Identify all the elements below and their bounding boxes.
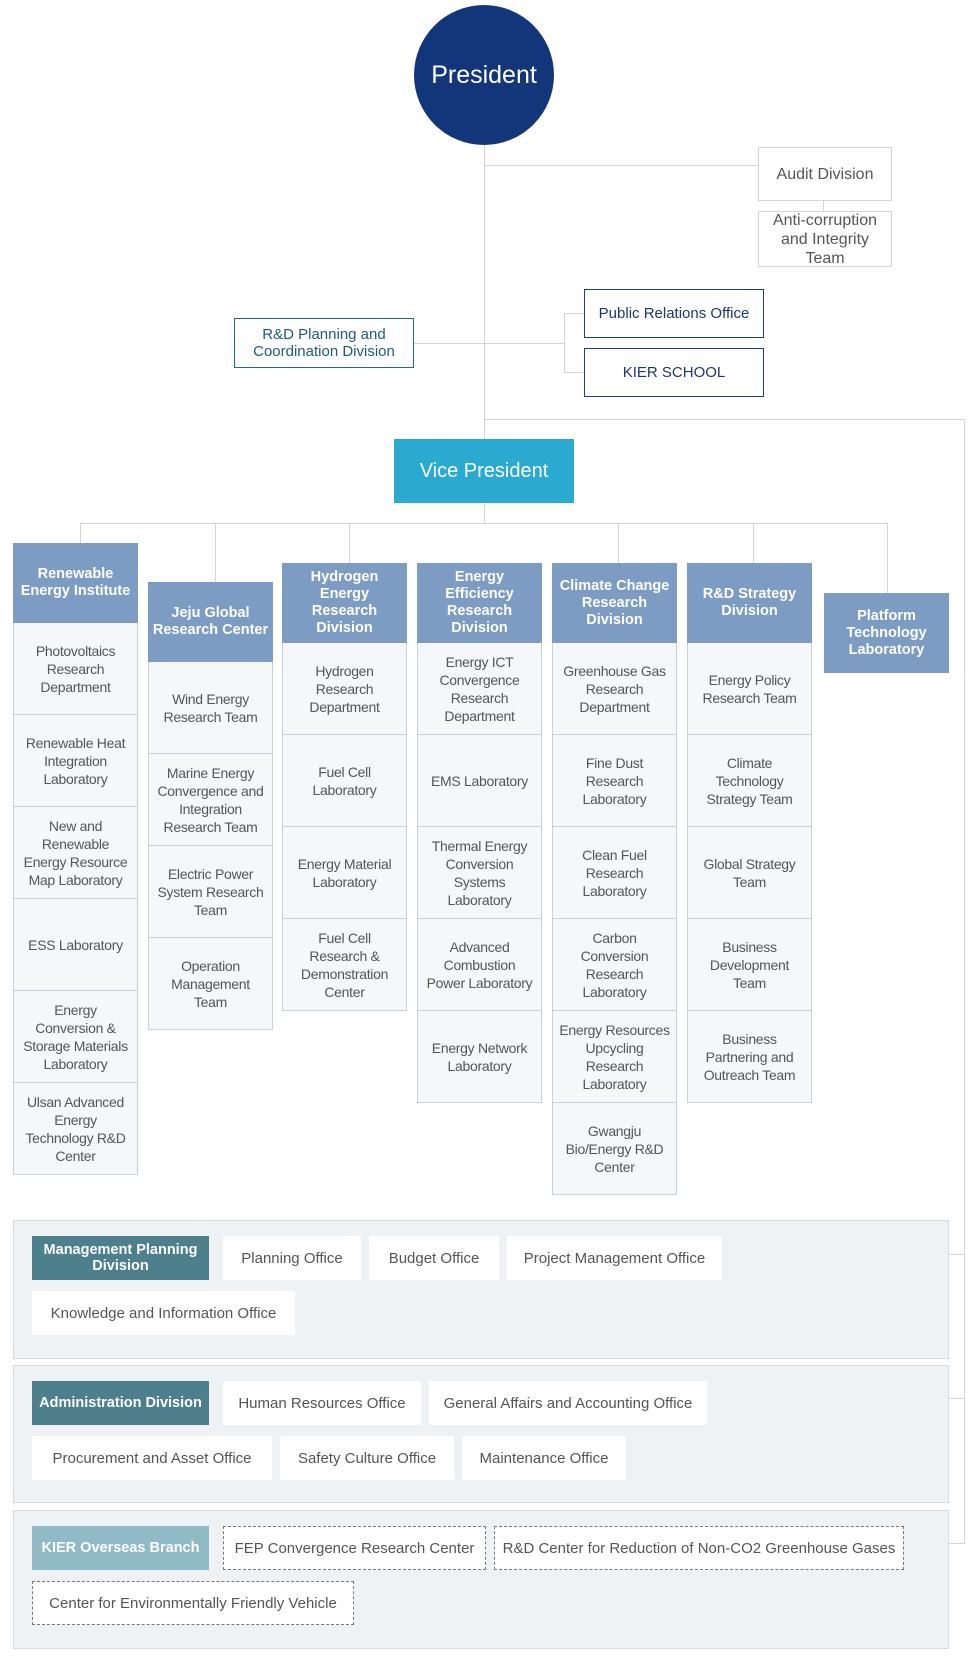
unit-cell: Business Partnering and Outreach Team xyxy=(687,1011,812,1103)
column-title: Hydrogen Energy Research Division xyxy=(282,563,407,643)
unit-cell: Energy Material Laboratory xyxy=(282,827,407,919)
public-relations-office-box: Public Relations Office xyxy=(584,289,764,338)
unit-cell: Energy Network Laboratory xyxy=(417,1011,542,1103)
column-title: Climate Change Research Division xyxy=(552,563,677,643)
overseas-center-box: FEP Convergence Research Center xyxy=(223,1526,486,1570)
unit-cell: Advanced Combustion Power Laboratory xyxy=(417,919,542,1011)
unit-cell: Energy Resources Upcycling Research Labo… xyxy=(552,1011,677,1103)
unit-cell: Global Strategy Team xyxy=(687,827,812,919)
side-branch-line xyxy=(484,419,965,420)
office-box: Human Resources Office xyxy=(223,1381,421,1425)
column-rd-strategy-division: R&D Strategy Division Energy Policy Rese… xyxy=(687,563,812,1103)
unit-cell: Renewable Heat Integration Laboratory xyxy=(13,715,138,807)
rd-planning-division-box: R&D Planning and Coordination Division xyxy=(234,318,414,368)
column-title: Renewable Energy Institute xyxy=(13,543,138,623)
column-title: Jeju Global Research Center xyxy=(148,582,273,662)
column-title: Platform Technology Laboratory xyxy=(824,593,949,673)
main-trunk-line xyxy=(484,145,485,439)
school-connector-line xyxy=(564,372,584,373)
overseas-branch-panel: KIER Overseas Branch FEP Convergence Res… xyxy=(13,1510,949,1649)
overseas-branch-label: KIER Overseas Branch xyxy=(32,1526,209,1570)
overseas-center-box: Center for Environmentally Friendly Vehi… xyxy=(32,1581,354,1625)
office-box: Maintenance Office xyxy=(462,1436,626,1480)
unit-cell: Energy ICT Convergence Research Departme… xyxy=(417,643,542,735)
office-box: Knowledge and Information Office xyxy=(32,1291,295,1335)
unit-cell: Fuel Cell Research & Demonstration Cente… xyxy=(282,919,407,1011)
unit-cell: Thermal Energy Conversion Systems Labora… xyxy=(417,827,542,919)
unit-cell: Photovoltaics Research Department xyxy=(13,623,138,715)
president-node: President xyxy=(414,5,554,145)
column-hydrogen-energy-research-division: Hydrogen Energy Research Division Hydrog… xyxy=(282,563,407,1011)
side-vertical-line xyxy=(964,419,965,1543)
unit-cell: Gwangju Bio/Energy R&D Center xyxy=(552,1103,677,1195)
unit-cell: Business Development Team xyxy=(687,919,812,1011)
audit-division-box: Audit Division xyxy=(758,147,892,201)
col-drop-line xyxy=(80,523,81,543)
unit-cell: Fine Dust Research Laboratory xyxy=(552,735,677,827)
column-energy-efficiency-research-division: Energy Efficiency Research Division Ener… xyxy=(417,563,542,1103)
col-drop-line xyxy=(215,523,216,582)
administration-label: Administration Division xyxy=(32,1381,209,1425)
unit-cell: Marine Energy Convergence and Integratio… xyxy=(148,754,273,846)
administration-tick-line xyxy=(949,1398,965,1399)
unit-cell: Ulsan Advanced Energy Technology R&D Cen… xyxy=(13,1083,138,1175)
unit-cell: Fuel Cell Laboratory xyxy=(282,735,407,827)
column-platform-technology-laboratory: Platform Technology Laboratory xyxy=(824,593,949,673)
column-jeju-global-research-center: Jeju Global Research Center Wind Energy … xyxy=(148,582,273,1030)
audit-team-connector-line xyxy=(823,200,824,211)
column-climate-change-research-division: Climate Change Research Division Greenho… xyxy=(552,563,677,1195)
office-box: Procurement and Asset Office xyxy=(32,1436,272,1480)
col-drop-line xyxy=(753,523,754,563)
unit-cell: EMS Laboratory xyxy=(417,735,542,827)
office-box: Safety Culture Office xyxy=(280,1436,454,1480)
unit-cell: Energy Conversion & Storage Materials La… xyxy=(13,991,138,1083)
unit-cell: Operation Management Team xyxy=(148,938,273,1030)
col-drop-line xyxy=(618,523,619,563)
unit-cell: Climate Technology Strategy Team xyxy=(687,735,812,827)
management-planning-label: Management Planning Division xyxy=(32,1236,209,1280)
unit-cell: Wind Energy Research Team xyxy=(148,662,273,754)
planning-connector-line xyxy=(414,343,564,344)
unit-cell: Energy Policy Research Team xyxy=(687,643,812,735)
column-title: Energy Efficiency Research Division xyxy=(417,563,542,643)
management-tick-line xyxy=(949,1254,965,1255)
unit-cell: Hydrogen Research Department xyxy=(282,643,407,735)
unit-cell: Greenhouse Gas Research Department xyxy=(552,643,677,735)
management-planning-panel: Management Planning Division Planning Of… xyxy=(13,1220,949,1359)
unit-cell: Clean Fuel Research Laboratory xyxy=(552,827,677,919)
anti-corruption-team-box: Anti-corruption and Integrity Team xyxy=(758,211,892,267)
vp-down-line xyxy=(484,503,485,523)
overseas-center-box: R&D Center for Reduction of Non-CO2 Gree… xyxy=(494,1526,904,1570)
unit-cell: New and Renewable Energy Resource Map La… xyxy=(13,807,138,899)
column-title: R&D Strategy Division xyxy=(687,563,812,643)
office-box: Budget Office xyxy=(369,1236,499,1280)
unit-cell: Carbon Conversion Research Laboratory xyxy=(552,919,677,1011)
col-drop-line xyxy=(887,523,888,593)
overseas-tick-line xyxy=(949,1543,965,1544)
office-box: Project Management Office xyxy=(507,1236,722,1280)
audit-connector-line xyxy=(484,165,758,166)
unit-cell: Electric Power System Research Team xyxy=(148,846,273,938)
division-bus-line xyxy=(80,523,887,524)
kier-school-box: KIER SCHOOL xyxy=(584,348,764,397)
office-bracket-line xyxy=(564,313,565,372)
unit-cell: ESS Laboratory xyxy=(13,899,138,991)
column-renewable-energy-institute: Renewable Energy Institute Photovoltaics… xyxy=(13,543,138,1175)
administration-panel: Administration Division Human Resources … xyxy=(13,1365,949,1503)
office-box: Planning Office xyxy=(223,1236,361,1280)
office-box: General Affairs and Accounting Office xyxy=(429,1381,707,1425)
pr-connector-line xyxy=(564,313,584,314)
col-drop-line xyxy=(349,523,350,563)
vice-president-node: Vice President xyxy=(394,439,574,503)
